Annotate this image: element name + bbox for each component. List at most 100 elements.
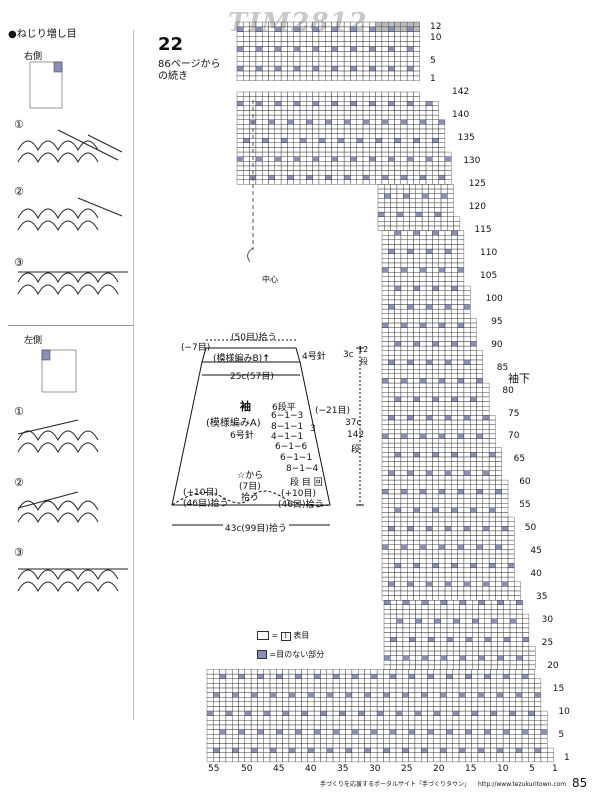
chart-cell [299, 65, 307, 72]
chart-cell [482, 563, 490, 569]
chart-cell [439, 752, 447, 758]
chart-cell [388, 244, 395, 250]
chart-cell [325, 165, 332, 171]
chart-cell [381, 396, 389, 402]
chart-cell [457, 299, 465, 305]
chart-cell [509, 752, 516, 758]
chart-cell [400, 576, 408, 582]
chart-cell [375, 151, 383, 157]
chart-cell [400, 26, 408, 32]
chart-cell [490, 697, 497, 703]
chart-cell [388, 466, 395, 472]
chart-cell [381, 327, 389, 333]
chart-cell [381, 516, 389, 522]
chart-cell [287, 142, 294, 148]
chart-cell [488, 419, 496, 425]
chart-cell [484, 734, 491, 739]
chart-cell [400, 170, 408, 176]
chart-cell [313, 673, 321, 679]
chart-cell [458, 673, 466, 679]
chart-cell [255, 56, 263, 62]
chart-cell [395, 757, 403, 763]
chart-cell [350, 142, 357, 148]
chart-cell [451, 544, 458, 550]
chart-cell [369, 174, 376, 180]
chart-cell [313, 743, 321, 749]
chart-cell [434, 609, 441, 615]
chart-cell [318, 161, 326, 167]
chart-cell [381, 387, 389, 393]
chart-cell [388, 595, 395, 601]
chart-cell [446, 623, 454, 629]
chart-cell [503, 646, 511, 652]
chart-cell [287, 91, 294, 97]
row-label: 125 [468, 178, 486, 189]
chart-cell [295, 678, 302, 684]
chart-cell [295, 692, 302, 698]
chart-cell [288, 678, 296, 684]
chart-cell [287, 114, 294, 120]
chart-cell [444, 382, 452, 388]
chart-cell [515, 734, 523, 739]
chart-cell [463, 461, 471, 467]
footer-url[interactable]: http://www.tezukuritown.com [478, 781, 567, 788]
chart-cell [225, 697, 233, 703]
chart-cell [362, 161, 370, 167]
chart-cell [219, 738, 227, 744]
chart-cell [381, 156, 389, 162]
chart-cell [402, 738, 409, 744]
chart-cell [331, 75, 338, 81]
chart-cell [295, 729, 302, 735]
chart-cell [433, 752, 441, 758]
chart-cell [388, 46, 395, 52]
chart-cell [432, 336, 439, 342]
chart-cell [413, 590, 420, 596]
arrow-up-icon: ↑ [262, 354, 270, 364]
chart-cell [451, 503, 458, 508]
chart-cell [243, 128, 250, 134]
chart-cell [400, 410, 408, 416]
chart-cell [358, 673, 365, 679]
chart-cell [439, 701, 447, 707]
chart-cell [419, 507, 427, 513]
chart-cell [257, 743, 264, 749]
chart-cell [388, 572, 395, 578]
chart-cell [472, 604, 479, 610]
chart-cell [312, 119, 320, 125]
chart-cell [490, 720, 497, 726]
chart-cell [478, 627, 485, 633]
chart-cell [488, 590, 496, 596]
chart-cell [343, 61, 351, 67]
chart-cell [453, 664, 460, 670]
chart-cell [388, 308, 395, 314]
chart-cell [503, 664, 511, 670]
chart-cell [540, 715, 548, 721]
chart-cell [484, 692, 491, 698]
chart-cell [458, 687, 466, 693]
chart-cell [419, 576, 427, 582]
chart-cell [287, 110, 294, 116]
chart-cell [339, 743, 346, 749]
chart-cell [236, 70, 244, 77]
chart-cell [350, 156, 357, 162]
chart-cell [268, 56, 275, 62]
chart-cell [389, 692, 397, 698]
chart-cell [409, 604, 416, 610]
chart-cell [495, 447, 502, 453]
chart-cell [444, 544, 452, 550]
chart-cell [463, 410, 471, 416]
chart-cell [516, 604, 523, 610]
chart-cell [306, 156, 313, 162]
chart-cell [388, 516, 395, 522]
chart-cell [444, 516, 452, 522]
chart-cell [427, 743, 434, 749]
chart-cell [409, 609, 416, 615]
chart-cell [282, 747, 290, 753]
chart-cell [343, 165, 351, 171]
chart-cell [406, 151, 414, 157]
chart-cell [427, 752, 434, 758]
chart-cell [451, 373, 458, 379]
chart-cell [364, 706, 371, 712]
chart-cell [332, 683, 340, 689]
chart-cell [375, 128, 383, 134]
